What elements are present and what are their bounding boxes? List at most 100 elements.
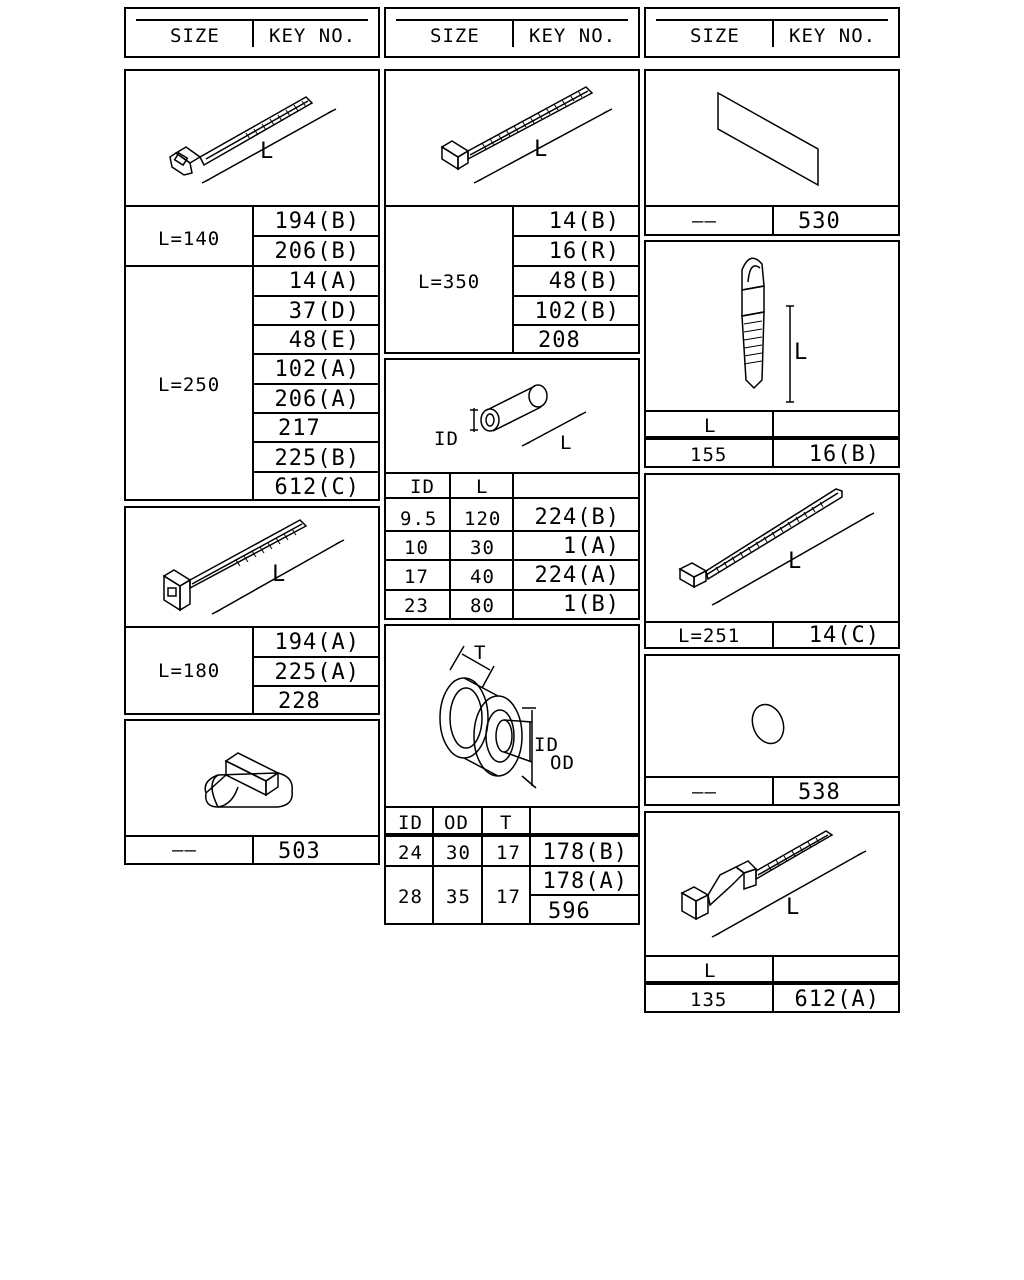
size-value: —— [172, 839, 197, 861]
rule [529, 894, 638, 896]
size-value: —— [692, 210, 717, 232]
rule [252, 353, 378, 355]
clamp-illustration [646, 813, 898, 955]
table-cell-t: 17 [496, 886, 521, 908]
size-value: —— [692, 781, 717, 803]
table-cell-id: 24 [398, 842, 423, 864]
rule [772, 410, 774, 466]
key-number: 48(B) [548, 269, 620, 294]
clip-illustration [646, 242, 898, 410]
rule [126, 265, 378, 267]
size-value: L=250 [158, 374, 221, 396]
rule [252, 324, 378, 326]
rule [252, 383, 378, 385]
key-number: 503 [278, 839, 321, 864]
key-number: 206(A) [274, 387, 360, 412]
header-divider [772, 21, 774, 47]
key-number: 224(A) [534, 563, 620, 588]
cable-tie-illustration [386, 71, 638, 205]
size-value: L=251 [678, 625, 741, 647]
table-cell-l: 30 [470, 537, 495, 559]
table-cell-t: 17 [496, 842, 521, 864]
disc-illustration [646, 656, 898, 776]
rule [252, 626, 254, 713]
key-number: 217 [278, 416, 321, 441]
dim-id-label: ID [434, 428, 459, 450]
dim-id-label: ID [534, 734, 559, 756]
key-number: 206(B) [274, 239, 360, 264]
tube-illustration [386, 360, 638, 472]
size-value: L=180 [158, 660, 221, 682]
dim-l-label: L [534, 137, 549, 162]
rule [772, 955, 774, 1011]
clip-illustration [126, 721, 378, 837]
header-key-label: KEY NO. [789, 25, 877, 47]
header-key-label: KEY NO. [529, 25, 617, 47]
key-number: 612(C) [274, 475, 360, 500]
dim-l-label: L [272, 562, 287, 587]
key-number: 225(B) [274, 446, 360, 471]
rule [252, 412, 378, 414]
key-number: 16(B) [808, 442, 880, 467]
table-cell-id: 9.5 [400, 508, 438, 530]
key-number: 612(A) [794, 987, 880, 1012]
key-number: 14(A) [288, 269, 360, 294]
rule [386, 865, 638, 867]
rule [772, 205, 774, 234]
col-header-t: T [500, 812, 513, 834]
cable-tie-1-panel: L L=140 L=250 194(B) 206(B) 14(A) 37(D) … [124, 69, 380, 501]
pad-illustration [646, 71, 898, 205]
table-cell-id: 28 [398, 886, 423, 908]
grommet-panel: T ID OD ID OD T 24 30 17 178(B) 28 35 17… [384, 624, 640, 925]
clamp-612a-panel: L L 135 612(A) [644, 811, 900, 1013]
key-number: 14(C) [808, 623, 880, 648]
rule [252, 471, 378, 473]
key-number: 596 [548, 899, 591, 924]
table-cell-od: 30 [446, 842, 471, 864]
col-header-l: L [476, 476, 489, 498]
cable-tie-2-panel: L L=180 194(A) 225(A) 228 [124, 506, 380, 715]
table-cell-od: 35 [446, 886, 471, 908]
header-size-label: SIZE [690, 25, 740, 47]
dim-l-label: L [794, 340, 809, 365]
table-cell-id: 23 [404, 595, 429, 617]
key-number: 194(B) [274, 209, 360, 234]
header-size-label: SIZE [170, 25, 220, 47]
key-number: 178(B) [542, 840, 628, 865]
key-number: 1(A) [563, 534, 620, 559]
size-value: L=140 [158, 228, 221, 250]
dim-od-label: OD [550, 752, 575, 774]
key-number: 178(A) [542, 869, 628, 894]
cable-tie-3-panel: L L=350 14(B) 16(R) 48(B) 102(B) 208 [384, 69, 640, 354]
size-value: L=350 [418, 271, 481, 293]
key-number: 228 [278, 689, 321, 714]
cable-tie-4-panel: L L=251 14(C) [644, 473, 900, 649]
key-number: 530 [798, 209, 841, 234]
header-divider [252, 21, 254, 47]
dim-l-label: L [260, 139, 275, 164]
rule [529, 806, 531, 923]
rule [252, 441, 378, 443]
key-number: 14(B) [548, 209, 620, 234]
key-number: 1(B) [563, 592, 620, 617]
cable-tie-illustration [126, 508, 378, 626]
cable-tie-illustration [126, 71, 378, 205]
rule [512, 265, 638, 267]
rule [772, 621, 774, 647]
pad-530-panel: —— 530 [644, 69, 900, 236]
rule [252, 235, 378, 237]
rule [386, 833, 638, 837]
rule [772, 776, 774, 804]
header-rule [656, 19, 888, 21]
tube-panel: ID L ID L 9.5 120 224(B) 10 30 1(A) 17 4… [384, 358, 640, 620]
key-number: 224(B) [534, 505, 620, 530]
rule [252, 295, 378, 297]
dim-l-label: L [788, 549, 803, 574]
rule [481, 806, 483, 923]
table-cell-l: 40 [470, 566, 495, 588]
header-key-label: KEY NO. [269, 25, 357, 47]
header-size-label: SIZE [430, 25, 480, 47]
rule [512, 472, 514, 618]
rule [432, 806, 434, 923]
col-header-id: ID [410, 476, 435, 498]
